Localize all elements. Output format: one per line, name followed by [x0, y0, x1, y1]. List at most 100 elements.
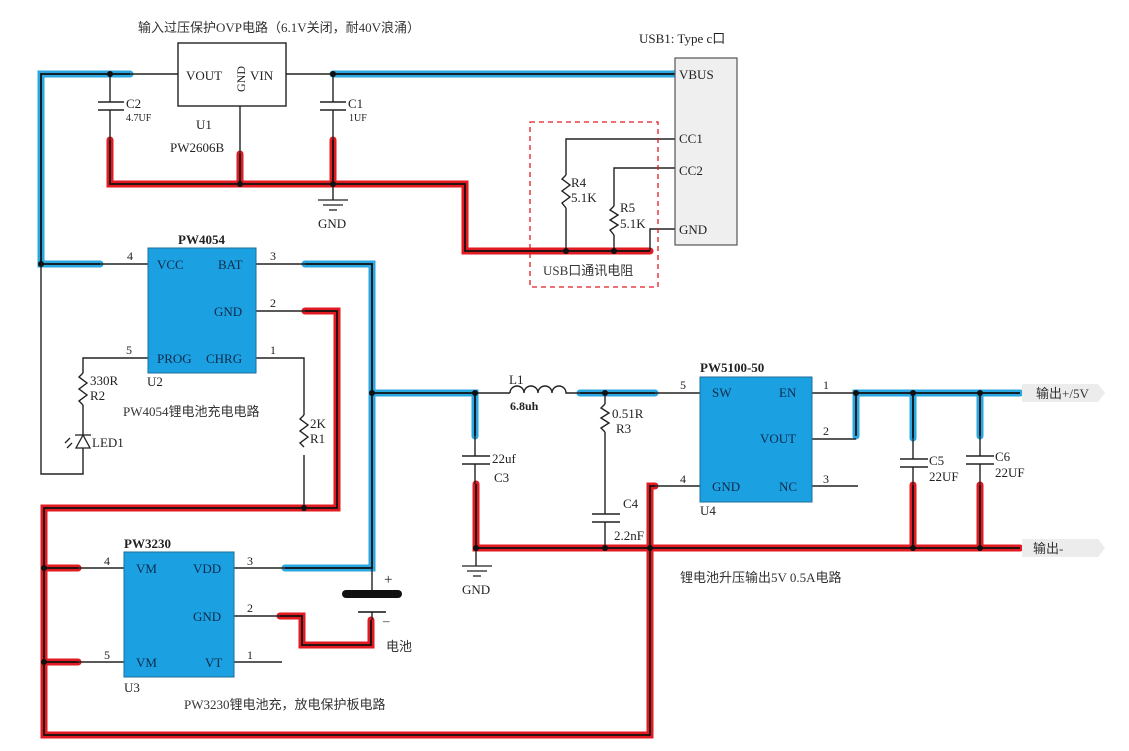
r4-value: 5.1K — [571, 190, 597, 205]
c1-ref: C1 — [348, 96, 363, 111]
usb-title: USB1: Type c口 — [639, 31, 725, 46]
u2-pin-gnd: GND — [214, 304, 242, 319]
r2-zigzag — [77, 372, 89, 406]
boost-caption: 锂电池升压输出5V 0.5A电路 — [680, 570, 842, 585]
c2-value: 4.7UF — [126, 113, 152, 124]
inductor-l1 — [509, 385, 572, 394]
u2-num-vcc: 4 — [127, 249, 133, 263]
capacitor-symbols — [98, 101, 994, 523]
u3-num-vm1: 4 — [104, 554, 110, 568]
gnd-symbol-top — [318, 199, 348, 211]
usb-resistor-caption: USB口通讯电阻 — [543, 263, 633, 278]
u1-pin-gnd: GND — [234, 66, 248, 92]
thin-wires — [40, 73, 981, 663]
u4-num-nc: 3 — [823, 472, 829, 486]
r3-ref: R3 — [616, 421, 631, 436]
u3-num-vt: 1 — [247, 648, 253, 662]
usb-pin-vbus: VBUS — [679, 67, 714, 82]
usb-pin-cc1: CC1 — [679, 131, 703, 146]
u4-num-gnd: 4 — [680, 472, 686, 486]
usb-pin-gnd: GND — [679, 222, 707, 237]
battery-minus: – — [382, 613, 390, 628]
u2-pin-prog: PROG — [157, 351, 192, 366]
u4-ref: U4 — [700, 503, 716, 518]
gnd-symbol-boost — [462, 565, 492, 577]
u4-pin-gnd: GND — [712, 479, 740, 494]
charger-caption: PW4054锂电池充电电路 — [123, 404, 260, 419]
u3-num-gnd: 2 — [247, 601, 253, 615]
u3-name: PW3230 — [124, 536, 171, 551]
u2-chip[interactable] — [147, 247, 257, 374]
c3-value: 22uf — [492, 451, 517, 466]
output-positive-label: 输出+/5V — [1036, 386, 1089, 401]
u2-num-prog: 5 — [126, 343, 132, 357]
r3-value: 0.51R — [612, 406, 644, 421]
r3-zigzag — [599, 403, 611, 433]
u1-pin-vout: VOUT — [186, 68, 222, 83]
c1-value: 1UF — [349, 113, 367, 124]
u2-ref: U2 — [147, 374, 163, 389]
usb-pin-cc2: CC2 — [679, 163, 703, 178]
r2-ref: R2 — [90, 388, 105, 403]
c6-value: 22UF — [995, 465, 1025, 480]
u3-pin-vm1: VM — [136, 561, 157, 576]
r1-ref: R1 — [310, 431, 325, 446]
u3-num-vdd: 3 — [247, 554, 253, 568]
u2-pin-vcc: VCC — [157, 257, 184, 272]
led-icon — [64, 433, 92, 449]
r2-value: 330R — [90, 373, 119, 388]
gnd-label-top: GND — [318, 216, 346, 231]
u3-ref: U3 — [124, 680, 140, 695]
usb-connector[interactable] — [674, 57, 738, 246]
c5-value: 22UF — [929, 469, 959, 484]
output-negative-port[interactable] — [1022, 539, 1105, 557]
u3-pin-vt: VT — [205, 655, 222, 670]
r4-zigzag — [560, 174, 572, 209]
l1-value: 6.8uh — [510, 399, 539, 413]
u4-name: PW5100-50 — [700, 360, 764, 375]
u1-name: PW2606B — [170, 140, 225, 155]
led1-ref: LED1 — [92, 435, 124, 450]
u4-pin-vout: VOUT — [760, 431, 796, 446]
u3-pin-gnd: GND — [193, 609, 221, 624]
u2-name: PW4054 — [178, 232, 225, 247]
resistor-symbols — [77, 174, 620, 448]
u3-pin-vdd: VDD — [193, 561, 221, 576]
u4-pin-nc: NC — [779, 479, 797, 494]
output-positive-port[interactable] — [1022, 384, 1105, 402]
c5-ref: C5 — [929, 453, 944, 468]
u1-ref: U1 — [196, 117, 212, 132]
battery-icon — [342, 590, 402, 613]
c2-ref: C2 — [126, 96, 141, 111]
gnd-label-boost: GND — [462, 582, 490, 597]
battery-label: 电池 — [386, 639, 412, 654]
u3-chip[interactable] — [123, 551, 235, 678]
r4-ref: R4 — [571, 175, 587, 190]
c4-ref: C4 — [623, 496, 639, 511]
protect-caption: PW3230锂电池充，放电保护板电路 — [184, 697, 386, 712]
r5-zigzag — [608, 205, 620, 236]
u2-pin-bat: BAT — [218, 257, 243, 272]
r5-ref: R5 — [620, 200, 635, 215]
usb-resistor-group-box — [529, 121, 659, 288]
battery-plus: + — [384, 572, 392, 588]
l1-ref: L1 — [509, 372, 523, 387]
r1-zigzag — [298, 414, 310, 448]
u4-num-sw: 5 — [680, 378, 686, 392]
u4-chip[interactable] — [699, 376, 813, 503]
u3-pin-vm2: VM — [136, 655, 157, 670]
c3-ref: C3 — [494, 470, 509, 485]
c6-ref: C6 — [995, 449, 1011, 464]
ovp-title: 输入过压保护OVP电路（6.1V关闭，耐40V浪涌） — [138, 20, 420, 35]
u2-num-bat: 3 — [270, 249, 276, 263]
r5-value: 5.1K — [620, 216, 646, 231]
u4-num-vout: 2 — [823, 424, 829, 438]
u4-pin-sw: SW — [712, 385, 732, 400]
r1-value: 2K — [310, 416, 327, 431]
junction-dots — [38, 71, 983, 665]
output-negative-label: 输出- — [1033, 541, 1063, 556]
u4-num-en: 1 — [823, 378, 829, 392]
u1-chip[interactable] — [177, 42, 287, 107]
u3-num-vm2: 5 — [104, 648, 110, 662]
